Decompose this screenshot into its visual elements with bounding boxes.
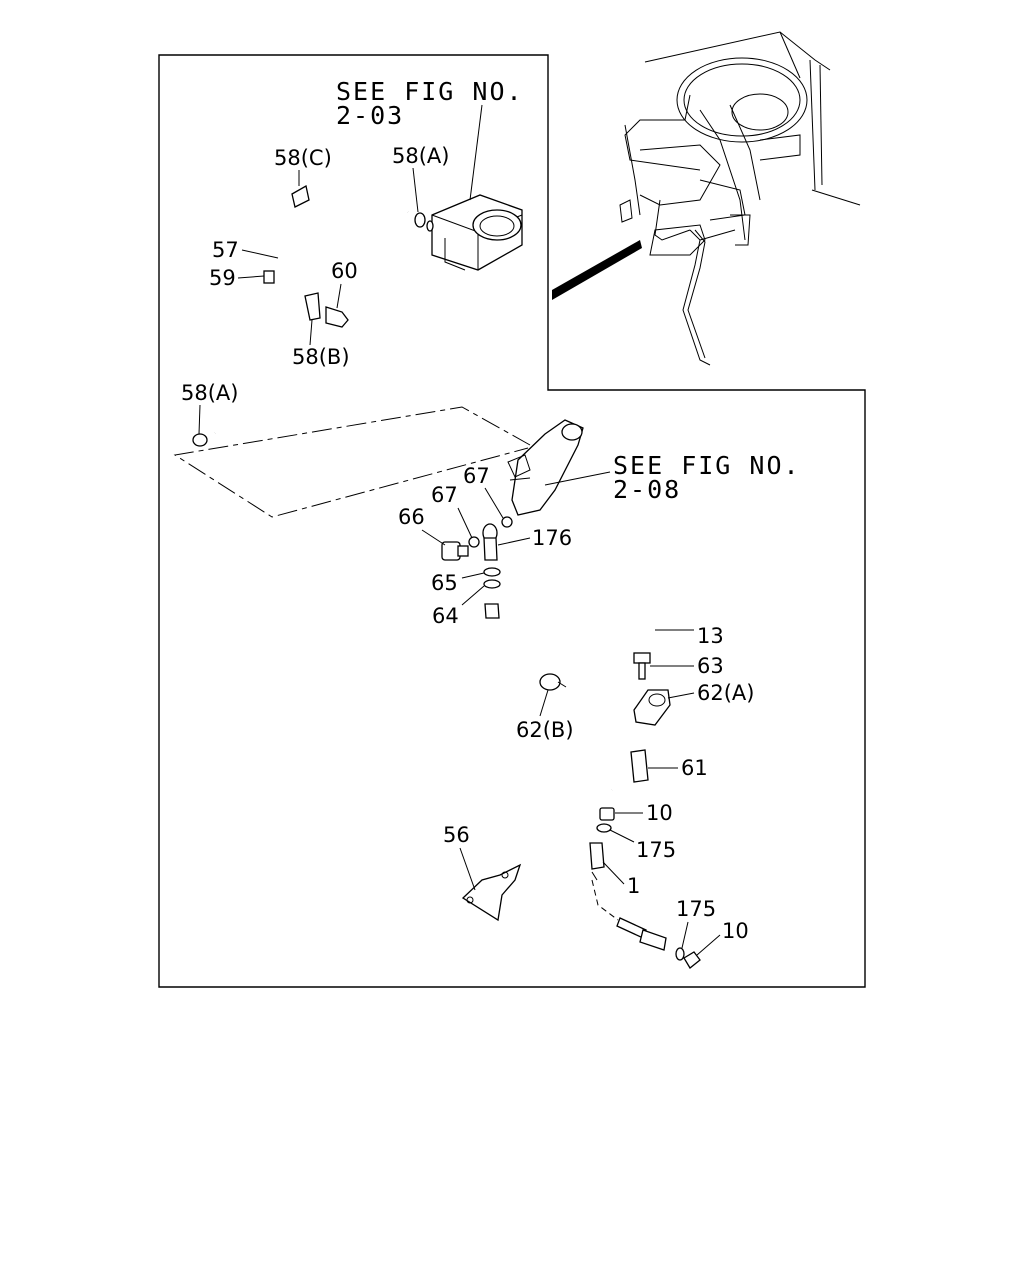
svg-text:59: 59 <box>209 266 236 290</box>
callout-58a-top: 58(A) <box>392 144 449 213</box>
clip-58c <box>291 184 310 208</box>
svg-text:63: 63 <box>697 654 724 678</box>
svg-text:1: 1 <box>627 874 640 898</box>
svg-text:58(C): 58(C) <box>274 146 332 170</box>
svg-text:10: 10 <box>646 801 673 825</box>
callout-176: 176 <box>497 526 572 550</box>
washer-175-upper <box>596 823 612 833</box>
svg-text:2-03: 2-03 <box>336 101 404 130</box>
see-fig-reference-middle: SEE FIG NO. 2-08 <box>544 451 801 504</box>
fluid-reservoir <box>431 194 523 271</box>
callout-57: 57 <box>212 238 279 262</box>
callout-59: 59 <box>209 266 265 290</box>
svg-text:13: 13 <box>697 624 724 648</box>
svg-text:175: 175 <box>676 897 716 921</box>
svg-text:176: 176 <box>532 526 572 550</box>
clamp-62a <box>633 689 671 726</box>
lower-hose <box>591 879 619 921</box>
clip-58b <box>304 292 321 321</box>
lower-fitting <box>616 917 667 951</box>
callout-58b: 58(B) <box>292 319 350 369</box>
callout-13: 13 <box>655 624 724 648</box>
hose-57-inner <box>213 191 410 436</box>
diagram-frame <box>158 54 866 988</box>
sleeve-61 <box>630 749 649 783</box>
callout-65: 65 <box>431 571 485 595</box>
callout-63: 63 <box>650 654 724 678</box>
svg-text:58(A): 58(A) <box>181 381 238 405</box>
svg-text:SEE FIG NO.: SEE FIG NO. <box>336 77 524 106</box>
clamp-58a-top <box>414 212 434 232</box>
pipe-13-inner <box>487 582 675 791</box>
svg-text:62(A): 62(A) <box>697 681 754 705</box>
callout-60: 60 <box>331 259 358 309</box>
callout-67-upper: 67 <box>463 464 504 519</box>
svg-text:58(A): 58(A) <box>392 144 449 168</box>
master-cylinder <box>507 419 584 516</box>
svg-text:62(B): 62(B) <box>516 718 574 742</box>
svg-text:SEE FIG NO.: SEE FIG NO. <box>613 451 801 480</box>
callout-61: 61 <box>648 756 708 780</box>
clamp-58a-bottom <box>192 433 208 447</box>
svg-text:67: 67 <box>431 483 458 507</box>
svg-text:64: 64 <box>432 604 459 628</box>
svg-text:67: 67 <box>463 464 490 488</box>
callout-10-upper: 10 <box>615 801 673 825</box>
svg-text:57: 57 <box>212 238 239 262</box>
svg-text:2-08: 2-08 <box>613 475 681 504</box>
fitting-1 <box>589 842 605 881</box>
clamp-62b <box>539 673 567 691</box>
nut-10-lower <box>683 951 701 969</box>
fittings-cluster <box>441 516 513 619</box>
svg-text:58(B): 58(B) <box>292 345 350 369</box>
bracket-56 <box>461 863 522 922</box>
callout-58c: 58(C) <box>274 146 332 186</box>
callout-62a: 62(A) <box>667 681 754 705</box>
bolt-60 <box>325 306 349 328</box>
svg-text:61: 61 <box>681 756 708 780</box>
callout-56: 56 <box>443 823 476 891</box>
svg-text:60: 60 <box>331 259 358 283</box>
see-fig-reference-upper: SEE FIG NO. 2-03 <box>336 77 524 201</box>
callout-66: 66 <box>398 505 446 546</box>
svg-text:66: 66 <box>398 505 425 529</box>
callout-175-upper: 175 <box>609 829 676 862</box>
projection-line <box>173 406 531 518</box>
svg-text:10: 10 <box>722 919 749 943</box>
callout-10-lower: 10 <box>696 919 749 956</box>
callout-67-lower: 67 <box>431 483 473 539</box>
svg-text:65: 65 <box>431 571 458 595</box>
callout-62b: 62(B) <box>516 689 574 742</box>
bolt-63 <box>633 652 651 680</box>
cab-inset-illustration <box>552 31 861 366</box>
svg-text:56: 56 <box>443 823 470 847</box>
callout-175-lower: 175 <box>676 897 716 949</box>
washer-175-lower <box>675 947 685 961</box>
nut-10-upper <box>599 807 615 821</box>
svg-text:175: 175 <box>636 838 676 862</box>
callout-58a-bottom: 58(A) <box>181 381 238 435</box>
callout-64: 64 <box>432 585 485 628</box>
bolt-59 <box>263 270 275 284</box>
callout-1: 1 <box>602 861 640 898</box>
